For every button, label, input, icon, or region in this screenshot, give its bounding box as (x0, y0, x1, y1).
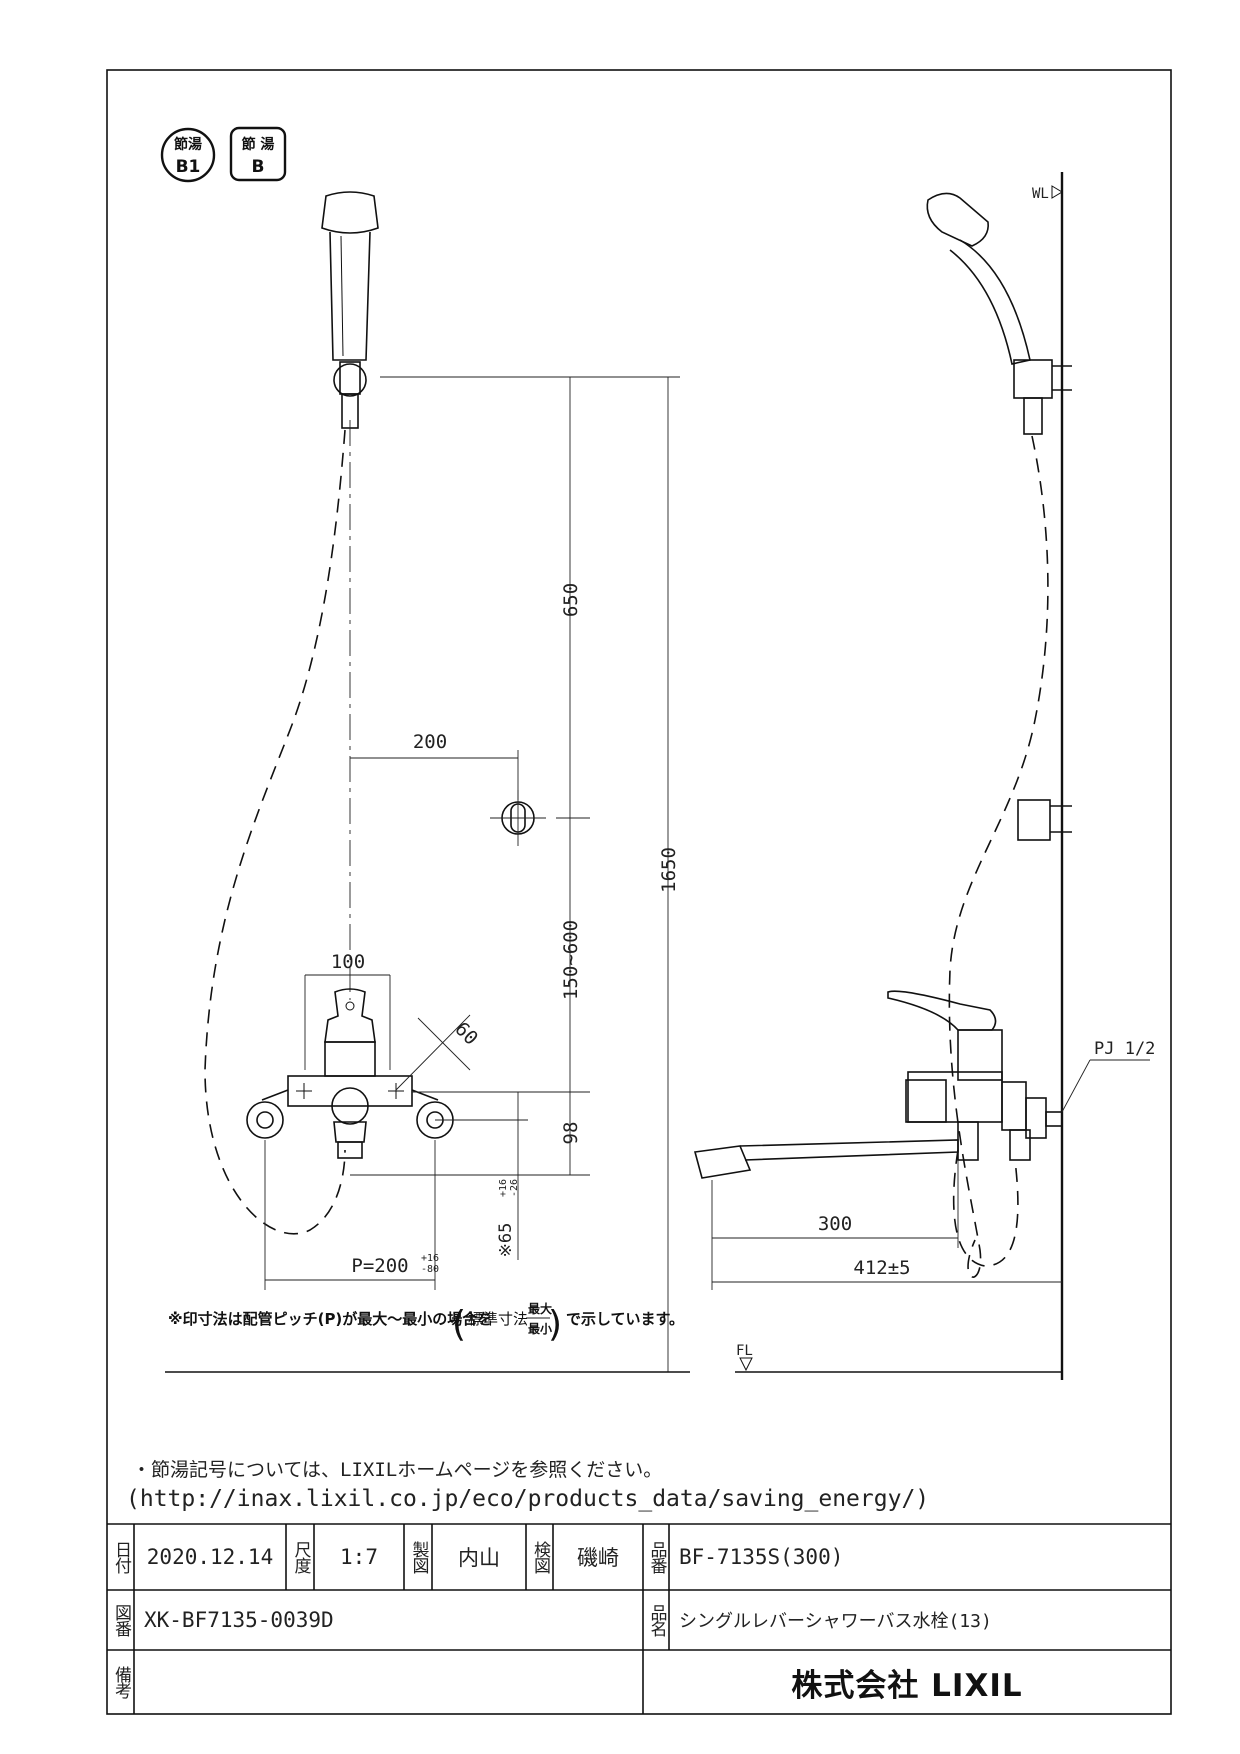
note-part1: ※印寸法は配管ピッチ(P)が最大～最小の場合を (168, 1310, 492, 1328)
shower-head-front (321, 191, 379, 429)
company-logo: 株式会社 LIXIL (791, 1667, 1023, 1704)
mixer-body-front (246, 988, 454, 1159)
title-block: 日付 2020.12.14 尺度 1:7 製図 内山 検図 磯崎 品番 BF-7… (107, 1524, 1171, 1714)
water-saving-badge-b: 節 湯 B (229, 126, 287, 182)
date-label: 日付 (111, 1541, 131, 1573)
date-value: 2020.12.14 (146, 1545, 274, 1569)
drawing-no: XK-BF7135-0039D (144, 1608, 334, 1632)
dim-65: ※65 (496, 1223, 516, 1258)
checked-label: 検図 (530, 1541, 550, 1573)
part-no: BF-7135S(300) (679, 1545, 844, 1569)
dim-150-600: 150~600 (560, 920, 582, 1000)
drawing-frame (106, 69, 1172, 1715)
dimensions-front: 650 1650 200 150~600 100 60 98 (264, 376, 680, 1372)
hose-front (204, 429, 346, 1235)
svg-text:): ) (548, 1304, 562, 1345)
pitch-note: ※印寸法は配管ピッチ(P)が最大～最小の場合を ( 標準寸法 最大 最小 ) で… (168, 1301, 684, 1345)
dim-412: 412±5 (853, 1257, 910, 1279)
mixer-body-side (693, 990, 1063, 1267)
scale-value: 1:7 (340, 1545, 378, 1569)
note-min: 最小 (528, 1321, 552, 1336)
side-view: WL (693, 172, 1155, 1380)
dim-pitch: P=200 (351, 1255, 408, 1277)
badge-b-bottom: B (252, 157, 265, 177)
shower-head-side (926, 192, 1072, 435)
part-no-label: 品番 (646, 1541, 667, 1573)
label-fl: FL (736, 1343, 753, 1359)
product-name: シングルレバーシャワーバス水栓(13) (679, 1611, 992, 1632)
hose-side (948, 435, 1049, 1278)
dim-1650: 1650 (658, 847, 680, 893)
dim-300: 300 (818, 1213, 852, 1235)
dim-650: 650 (560, 583, 582, 617)
remarks-label: 備考 (111, 1666, 131, 1698)
label-wl: WL (1032, 186, 1049, 202)
svg-text:(: ( (452, 1304, 466, 1345)
drawing-no-label: 図番 (111, 1604, 131, 1636)
label-pj: PJ 1/2 (1094, 1039, 1155, 1059)
note-max: 最大 (528, 1301, 552, 1316)
dim-200: 200 (413, 731, 447, 753)
note-bracket-label: 標準寸法 (468, 1310, 528, 1328)
pitch-tol-1: -80 (421, 1264, 439, 1275)
badge-b1-top: 節湯 (174, 136, 202, 153)
title-block-grid (107, 1523, 1171, 1714)
drawn-label: 製図 (408, 1541, 429, 1573)
badge-b-top: 節 湯 (242, 136, 275, 153)
footnote-line2: (http://inax.lixil.co.jp/eco/products_da… (126, 1486, 929, 1512)
checked-by: 磯崎 (577, 1546, 619, 1570)
footnote-line1: ・節湯記号については、LIXILホームページを参照ください。 (132, 1459, 662, 1481)
floor-side: FL (735, 1343, 1062, 1373)
d65-tol-0: +16 (498, 1179, 509, 1197)
pitch-tol-0: +16 (421, 1253, 439, 1264)
wall-hook-side (1017, 799, 1072, 841)
water-saving-badge-b1: 節湯 B1 (160, 127, 216, 183)
front-view: 650 1650 200 150~600 100 60 98 (165, 191, 690, 1373)
product-name-label: 品名 (646, 1604, 667, 1636)
note-part2: で示しています。 (566, 1310, 684, 1328)
d65-tol-1: -26 (509, 1179, 520, 1197)
scale-label: 尺度 (290, 1541, 311, 1573)
drawn-by: 内山 (458, 1546, 500, 1570)
dimensions-side: 300 412±5 PJ 1/2 (711, 1039, 1155, 1290)
dim-60: 60 (450, 1018, 482, 1050)
dim-98: 98 (560, 1122, 582, 1145)
badge-b1-bottom: B1 (176, 157, 201, 177)
dim-100: 100 (331, 951, 365, 973)
